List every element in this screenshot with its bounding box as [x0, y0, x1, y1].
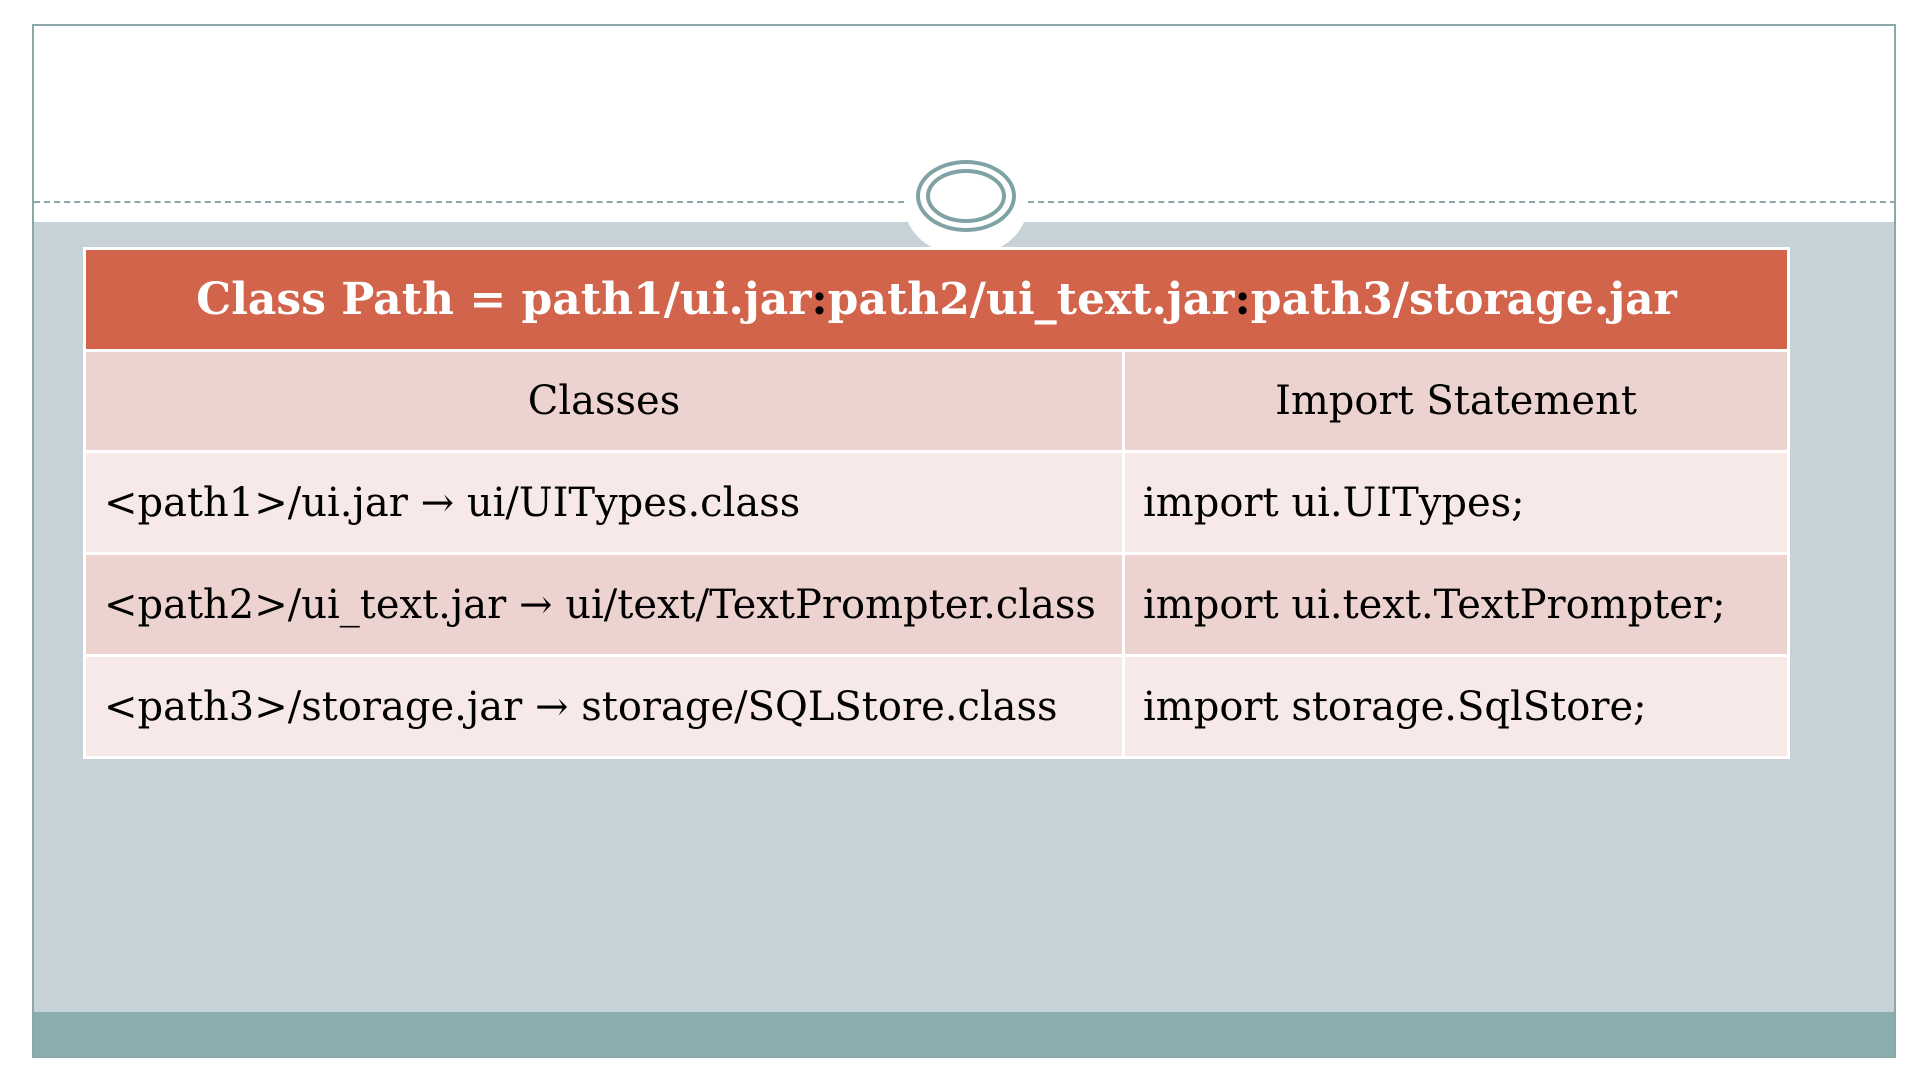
table-row: <path3>/storage.jar → storage/SQLStore.c…	[83, 654, 1790, 759]
arrow-right-icon: →	[420, 479, 455, 526]
import-cell: import storage.SqlStore;	[1122, 654, 1790, 759]
table-row: <path2>/ui_text.jar → ui/text/TextPrompt…	[83, 552, 1790, 657]
table-row: <path1>/ui.jar → ui/UITypes.class import…	[83, 450, 1790, 555]
arrow-right-icon: →	[518, 581, 553, 628]
import-cell: import ui.UITypes;	[1122, 450, 1790, 555]
class-file: storage/SQLStore.class	[581, 683, 1058, 730]
class-file: ui/UITypes.class	[466, 479, 801, 526]
dashed-divider-right	[1028, 201, 1894, 203]
column-header-classes: Classes	[83, 349, 1125, 453]
class-file: ui/text/TextPrompter.class	[565, 581, 1096, 628]
column-header-import-statement: Import Statement	[1122, 349, 1790, 453]
classpath-table: Class Path = path1/ui.jar:path2/ui_text.…	[83, 247, 1790, 759]
classpath-separator-1: :	[811, 274, 828, 325]
classpath-part-1: Class Path = path1/ui.jar	[196, 274, 812, 325]
jar-path: <path3>/storage.jar	[104, 683, 523, 730]
classpath-part-3: path3/storage.jar	[1250, 274, 1677, 325]
arrow-right-icon: →	[534, 683, 569, 730]
table-header-row: Classes Import Statement	[83, 349, 1790, 453]
dashed-divider-left	[34, 201, 904, 203]
class-cell: <path2>/ui_text.jar → ui/text/TextPrompt…	[83, 552, 1125, 657]
classpath-separator-2: :	[1234, 274, 1251, 325]
class-cell: <path1>/ui.jar → ui/UITypes.class	[83, 450, 1125, 555]
table-title-row: Class Path = path1/ui.jar:path2/ui_text.…	[83, 247, 1790, 352]
jar-path: <path1>/ui.jar	[104, 479, 408, 526]
classpath-title: Class Path = path1/ui.jar:path2/ui_text.…	[83, 247, 1790, 352]
footer-bar	[34, 1012, 1894, 1056]
import-cell: import ui.text.TextPrompter;	[1122, 552, 1790, 657]
class-cell: <path3>/storage.jar → storage/SQLStore.c…	[83, 654, 1125, 759]
divider-ornament-inner-ring	[926, 169, 1006, 223]
classpath-part-2: path2/ui_text.jar	[827, 274, 1235, 325]
jar-path: <path2>/ui_text.jar	[104, 581, 507, 628]
